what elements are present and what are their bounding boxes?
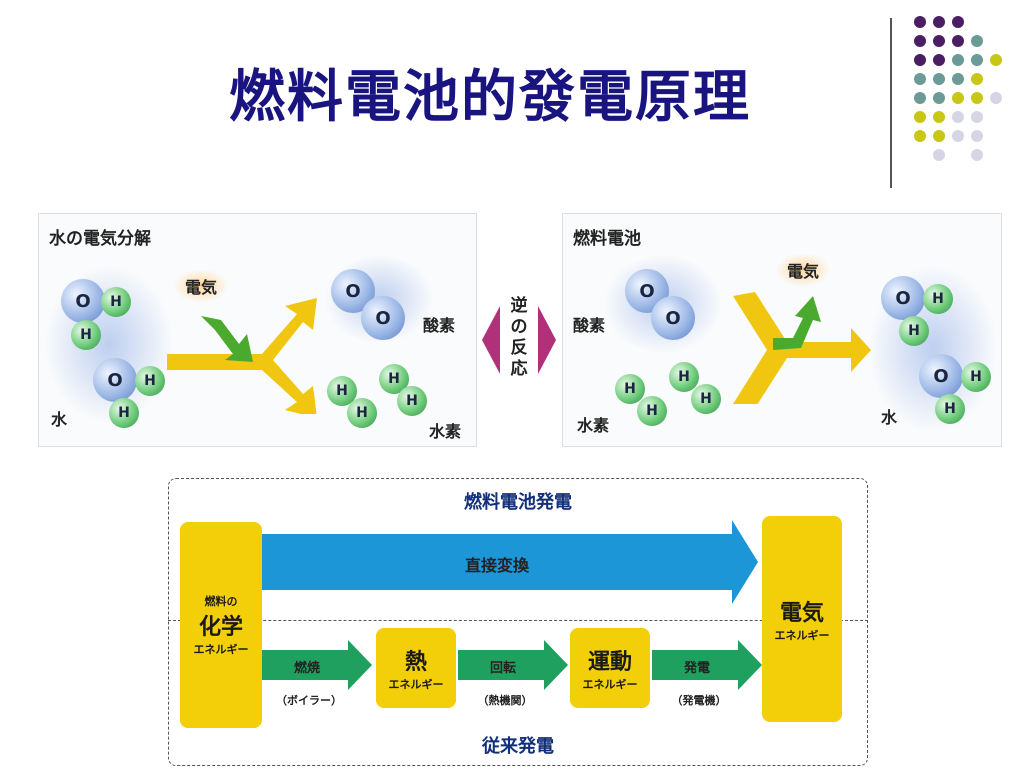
electrolysis-title: 水の電気分解	[49, 229, 151, 249]
source-line-3: エネルギー	[193, 643, 249, 656]
generation-arrow-icon	[652, 640, 762, 690]
generation-sublabel: （発電機）	[671, 694, 727, 707]
water-oxygen-atom-1: O	[61, 279, 105, 323]
water-hydrogen-atom-2: H	[899, 316, 929, 346]
water-oxygen-atom-1: O	[881, 276, 925, 320]
generation-label: 発電	[683, 661, 710, 676]
fuel-chemical-energy-block: 燃料の 化学 エネルギー	[180, 522, 262, 728]
water-hydrogen-atom-3: H	[961, 362, 991, 392]
direct-conversion-arrow-icon	[262, 520, 758, 604]
direct-conversion-label: 直接変換	[464, 556, 529, 575]
water-hydrogen-atom-2: H	[71, 320, 101, 350]
hydrogen-atom-4: H	[691, 384, 721, 414]
rotation-arrow-icon	[458, 640, 568, 690]
water-oxygen-atom-2: O	[919, 354, 963, 398]
target-line-2: エネルギー	[774, 629, 830, 642]
target-line-1: 電気	[779, 601, 824, 626]
split-arrow-icon	[167, 298, 317, 414]
hydrogen-atom-1: H	[615, 374, 645, 404]
heat-line-2: エネルギー	[388, 678, 444, 691]
hydrogen-label: 水素	[429, 422, 462, 441]
oxygen-label: 酸素	[573, 316, 606, 335]
hydrogen-atom-2: H	[347, 398, 377, 428]
fuel-cell-panel: 燃料電池 O O 酸素 H H H H 水素 電気 O H H O H H 水	[562, 213, 1002, 447]
rotation-label: 回転	[489, 661, 516, 676]
reverse-char-2: の	[510, 317, 528, 337]
oxygen-atom-2: O	[651, 296, 695, 340]
water-hydrogen-atom-3: H	[135, 366, 165, 396]
water-oxygen-atom-2: O	[93, 358, 137, 402]
oxygen-atom-2: O	[361, 296, 405, 340]
reverse-char-4: 応	[510, 359, 528, 379]
hydrogen-atom-2: H	[637, 396, 667, 426]
source-line-1: 燃料の	[204, 595, 238, 608]
reverse-reaction-label: 逆 の 反 応	[502, 296, 536, 380]
combustion-sublabel: （ボイラー）	[276, 694, 342, 707]
heat-line-1: 熱	[404, 650, 427, 675]
combustion-arrow-icon	[262, 640, 372, 690]
combustion-label: 燃焼	[293, 661, 320, 676]
water-hydrogen-atom-1: H	[923, 284, 953, 314]
water-hydrogen-atom-1: H	[101, 287, 131, 317]
water-hydrogen-atom-4: H	[935, 394, 965, 424]
motion-line-1: 運動	[587, 650, 632, 675]
hydrogen-atom-4: H	[397, 386, 427, 416]
source-line-2: 化学	[198, 615, 243, 640]
electrolysis-panel: 水の電気分解 O H H O H H 水 電気 O O 酸素 H H H H 水…	[38, 213, 477, 447]
motion-energy-block: 運動 エネルギー	[570, 628, 650, 708]
conventional-generation-title: 従来発電	[482, 736, 554, 757]
fuel-cell-generation-title: 燃料電池発電	[464, 492, 572, 513]
decorative-divider-line	[890, 18, 892, 188]
water-hydrogen-atom-4: H	[109, 398, 139, 428]
hydrogen-label: 水素	[577, 416, 610, 435]
electricity-label: 電気	[777, 254, 830, 286]
electric-energy-block: 電気 エネルギー	[762, 516, 842, 722]
reverse-char-1: 逆	[510, 296, 528, 316]
hydrogen-atom-3: H	[669, 362, 699, 392]
fuel-cell-title: 燃料電池	[573, 229, 641, 249]
merge-arrow-icon	[733, 292, 871, 404]
motion-line-2: エネルギー	[582, 678, 638, 691]
oxygen-atom-1: O	[331, 269, 375, 313]
water-label: 水	[881, 408, 898, 427]
decorative-dot-grid	[914, 16, 1002, 161]
reverse-char-3: 反	[510, 338, 528, 358]
reverse-reaction-arrow-icon	[482, 306, 556, 374]
electricity-label: 電気	[175, 270, 228, 302]
energy-flow-diagram	[168, 478, 868, 766]
page-title: 燃料電池的發電原理	[229, 64, 751, 130]
flow-divider-line	[168, 620, 868, 621]
water-label: 水	[51, 410, 68, 429]
rotation-sublabel: （熱機関）	[477, 694, 533, 707]
dots	[914, 16, 1002, 161]
heat-energy-block: 熱 エネルギー	[376, 628, 456, 708]
oxygen-label: 酸素	[423, 316, 456, 335]
